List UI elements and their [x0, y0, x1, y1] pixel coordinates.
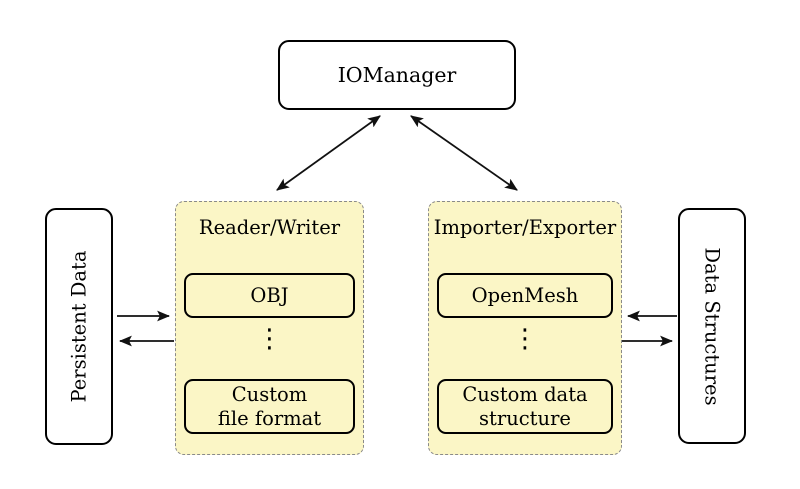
arrow-iomanager-importerexporter: [410, 115, 518, 191]
openmesh-box: OpenMesh: [437, 273, 613, 318]
importer-exporter-ellipsis: ⋮: [512, 324, 538, 354]
persistent-data-label: Persistent Data: [67, 250, 91, 403]
custom-data-structure-line1: Custom data: [462, 382, 588, 406]
custom-file-format-box: Custom file format: [184, 379, 355, 434]
custom-file-format-line2: file format: [217, 406, 322, 430]
obj-box: OBJ: [184, 273, 355, 318]
iomanager-label: IOManager: [337, 63, 457, 87]
obj-label: OBJ: [250, 283, 289, 307]
persistent-data-box: Persistent Data: [45, 208, 113, 445]
data-structures-label: Data Structures: [700, 246, 724, 406]
reader-writer-ellipsis: ⋮: [256, 324, 283, 354]
arrow-iomanager-readerwriter: [276, 115, 381, 191]
openmesh-label: OpenMesh: [471, 283, 579, 307]
importer-exporter-group: Importer/Exporter OpenMesh ⋮ Custom data…: [428, 201, 622, 455]
iomanager-box: IOManager: [278, 40, 516, 110]
reader-writer-title: Reader/Writer: [198, 216, 341, 239]
custom-data-structure-line2: structure: [479, 406, 571, 430]
custom-file-format-line1: Custom: [231, 382, 308, 406]
data-structures-box: Data Structures: [678, 208, 746, 444]
reader-writer-group: Reader/Writer OBJ ⋮ Custom file format: [175, 201, 364, 455]
custom-data-structure-box: Custom data structure: [437, 379, 613, 434]
importer-exporter-title: Importer/Exporter: [433, 216, 617, 239]
